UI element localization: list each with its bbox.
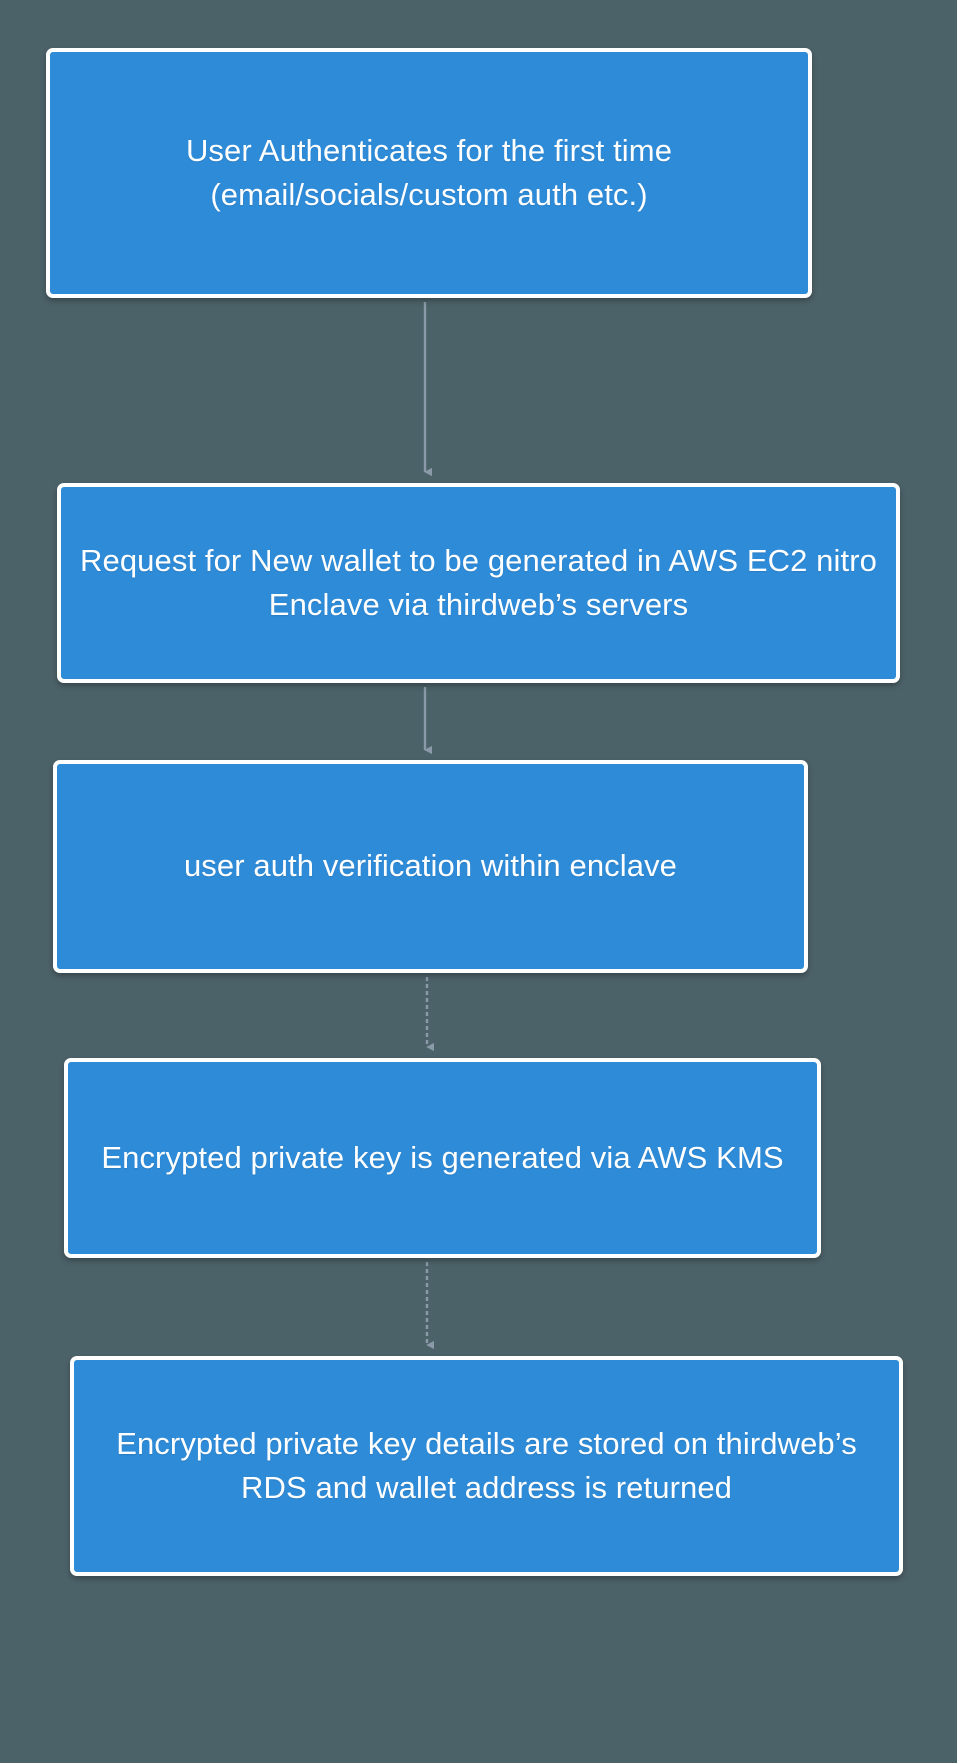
flow-node-key-stored-address-returned[interactable]: Encrypted private key details are stored…	[70, 1356, 903, 1576]
flow-node-label: Encrypted private key is generated via A…	[101, 1139, 784, 1175]
flow-node-label: User Authenticates for the first time (e…	[185, 132, 673, 212]
flow-node-user-auth-verification[interactable]: user auth verification within enclave	[53, 760, 808, 973]
flow-node-request-new-wallet[interactable]: Request for New wallet to be generated i…	[57, 483, 900, 683]
flow-node-label: Request for New wallet to be generated i…	[80, 542, 877, 622]
flow-node-label: user auth verification within enclave	[183, 848, 678, 884]
flow-node-encrypted-key-generated[interactable]: Encrypted private key is generated via A…	[64, 1058, 821, 1258]
flow-node-label: Encrypted private key details are stored…	[116, 1425, 857, 1505]
flow-node-user-authenticates[interactable]: User Authenticates for the first time (e…	[46, 48, 812, 298]
